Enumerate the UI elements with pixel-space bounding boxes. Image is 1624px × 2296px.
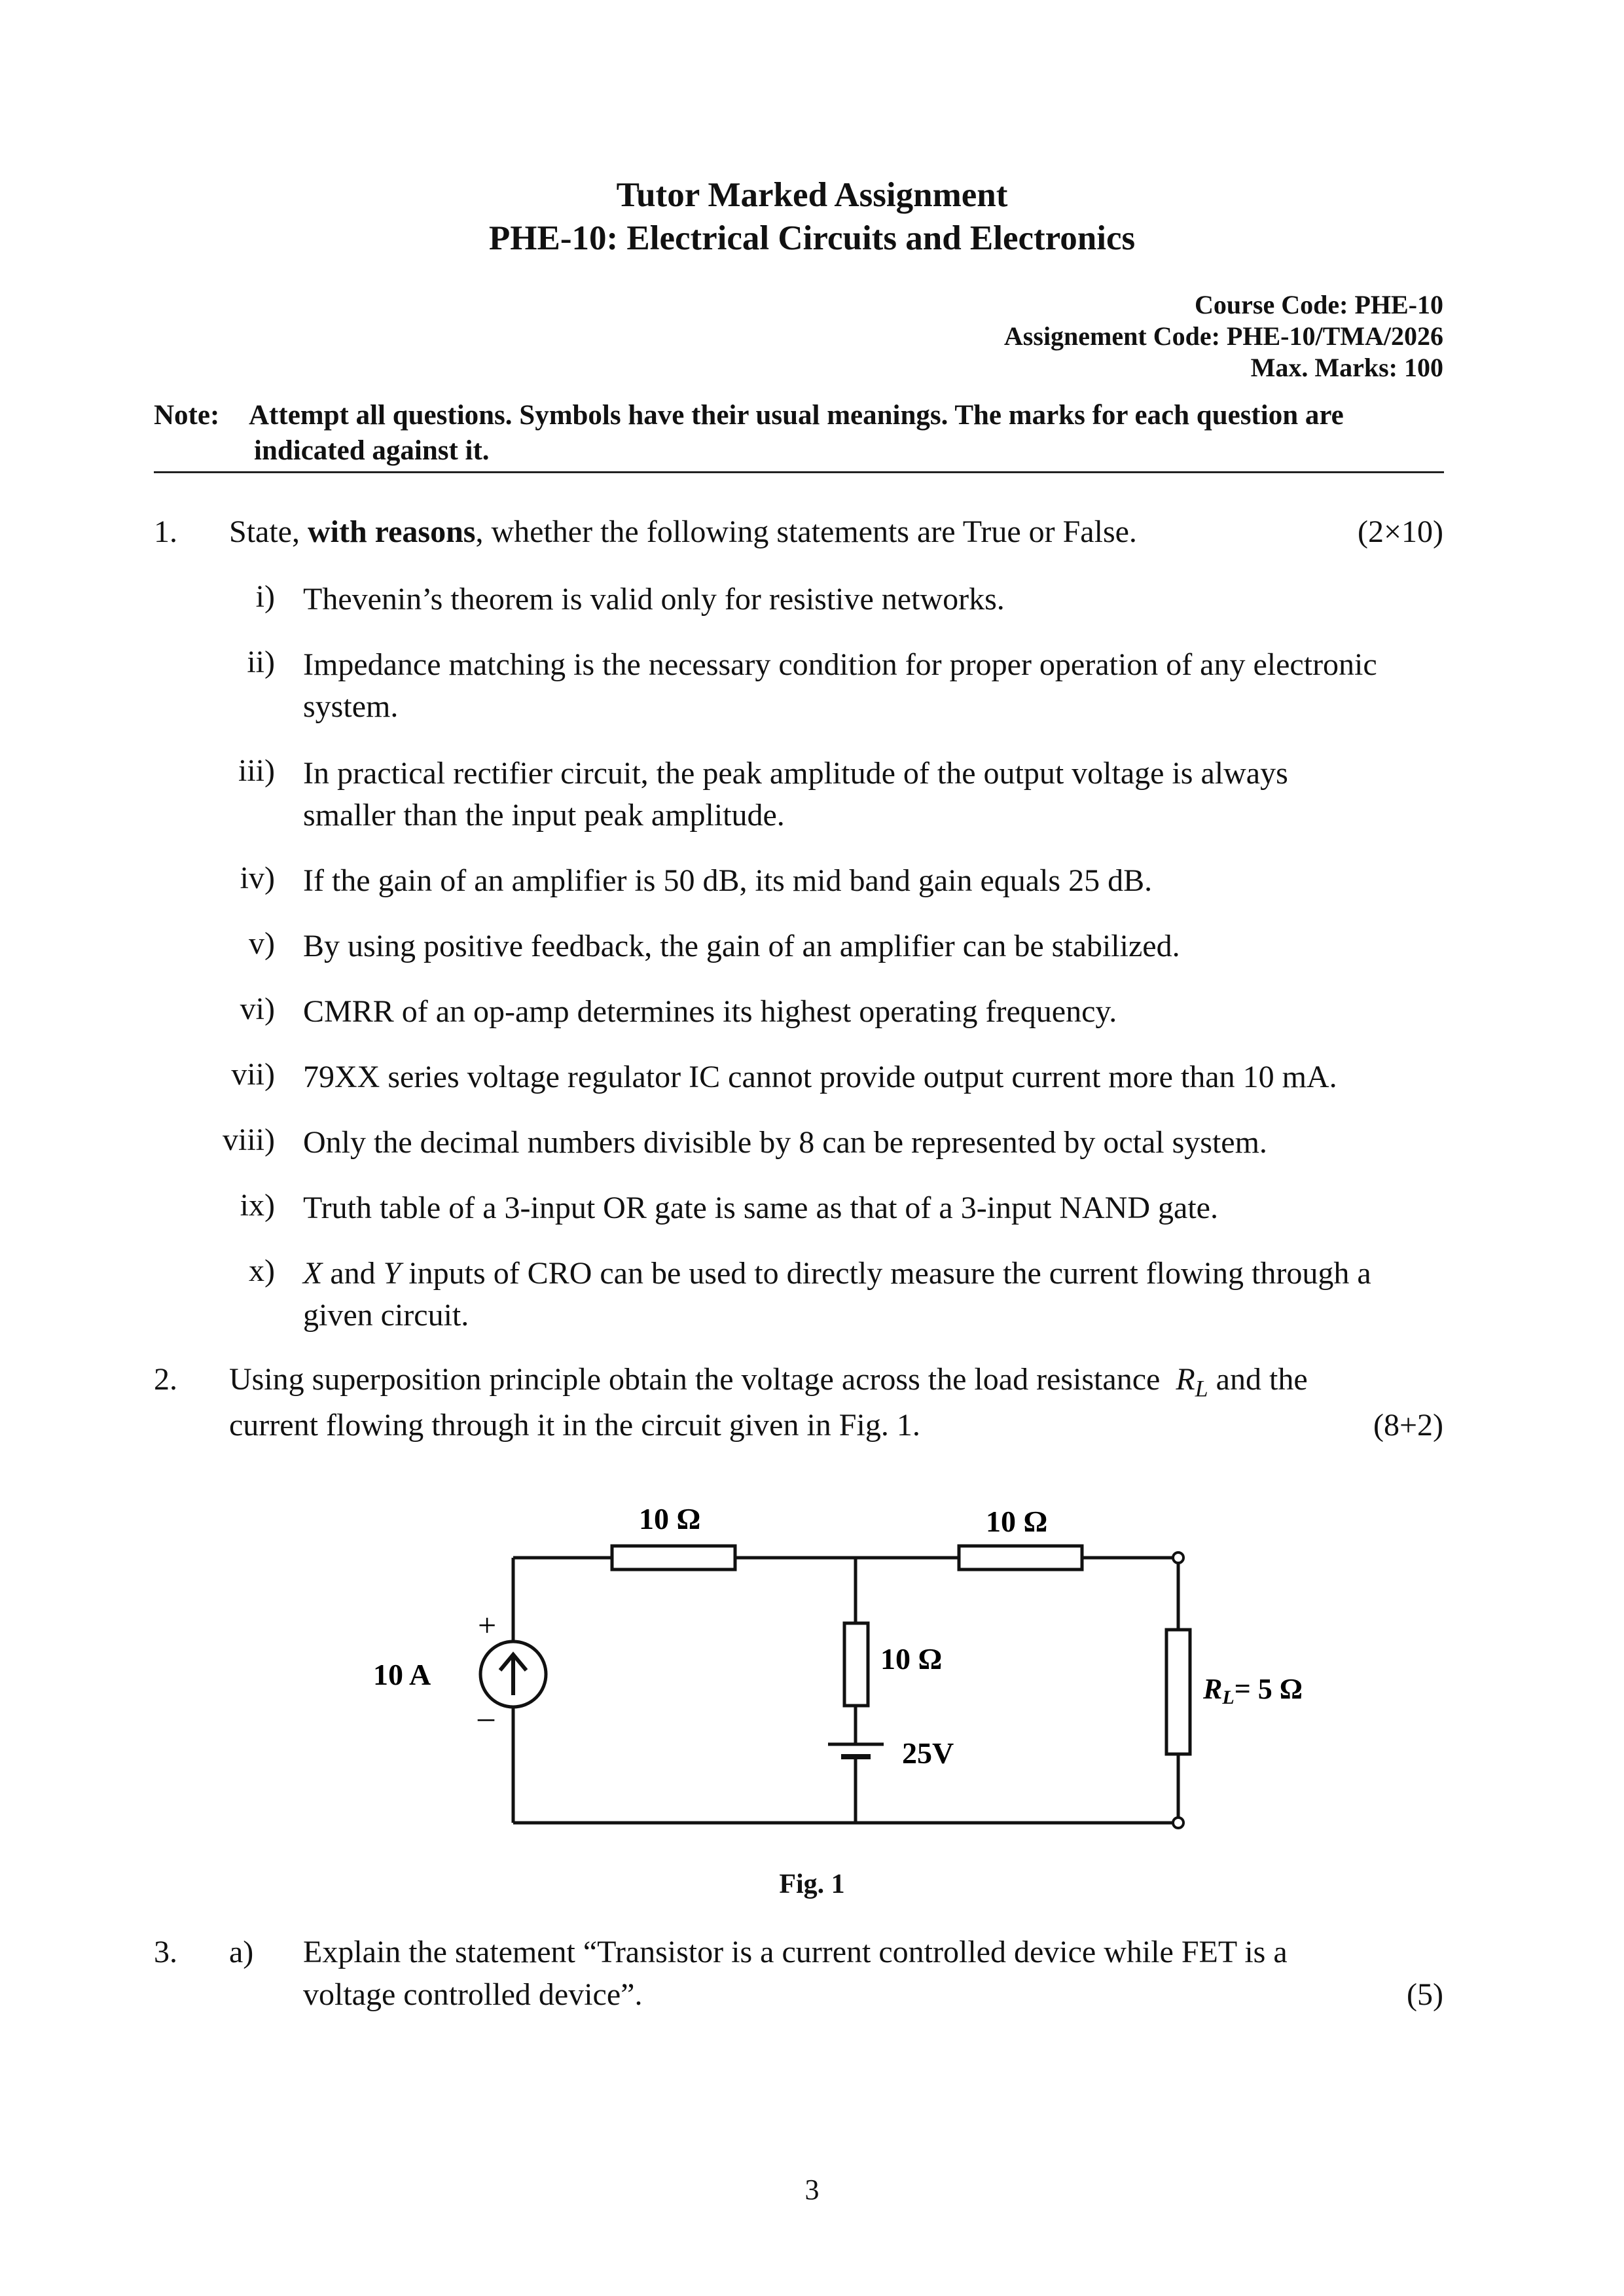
terminal-node bbox=[1172, 1816, 1185, 1829]
question-3-line-2: voltage controlled device”. bbox=[303, 1977, 643, 2012]
q1-item-number: i) bbox=[255, 579, 275, 614]
page-subtitle: PHE-10: Electrical Circuits and Electron… bbox=[488, 219, 1136, 257]
battery-label: 25V bbox=[902, 1736, 954, 1770]
question-2-number: 2. bbox=[154, 1362, 177, 1397]
q1-item-text: In practical rectifier circuit, the peak… bbox=[303, 756, 1288, 833]
q1-item-text: Truth table of a 3-input OR gate is same… bbox=[303, 1191, 1218, 1225]
question-2-line-2: current flowing through it in the circui… bbox=[229, 1408, 920, 1443]
note-line-2: indicated against it. bbox=[254, 435, 490, 466]
question-2-marks: (8+2) bbox=[1373, 1408, 1443, 1443]
q1-item-text: Impedance matching is the necessary cond… bbox=[303, 647, 1377, 724]
source-label: 10 A bbox=[373, 1658, 431, 1691]
q1-item-number: ii) bbox=[247, 645, 275, 679]
q1-item-number: ix) bbox=[240, 1188, 275, 1223]
circuit-diagram: 10 Ω 10 Ω 10 Ω 10 A + – 25V RL= 5 Ω bbox=[373, 1502, 1303, 1829]
question-3-number: 3. bbox=[154, 1935, 177, 1969]
terminal-node bbox=[1172, 1551, 1185, 1564]
question-2-line-1: Using superposition principle obtain the… bbox=[229, 1362, 1308, 1402]
q1-item-text: If the gain of an amplifier is 50 dB, it… bbox=[303, 863, 1153, 898]
q1-item-text: Only the decimal numbers divisible by 8 … bbox=[303, 1125, 1267, 1160]
question-1-number: 1. bbox=[154, 514, 177, 549]
q1-item-number: x) bbox=[249, 1253, 275, 1288]
q1-item-text: By using positive feedback, the gain of … bbox=[303, 929, 1180, 963]
plus-sign: + bbox=[478, 1607, 496, 1643]
q1-item-text: Thevenin’s theorem is valid only for res… bbox=[303, 582, 1005, 617]
assignment-code: Assignement Code: PHE-10/TMA/2026 bbox=[1003, 321, 1443, 351]
q1-item-number: vii) bbox=[231, 1057, 275, 1092]
note-label: Note: bbox=[154, 400, 220, 431]
question-3-part: a) bbox=[229, 1935, 254, 1969]
question-1-marks: (2×10) bbox=[1357, 514, 1443, 549]
minus-sign: – bbox=[477, 1698, 495, 1735]
question-3-line-1: Explain the statement “Transistor is a c… bbox=[303, 1935, 1288, 1969]
q1-item-number: iii) bbox=[238, 753, 275, 788]
question-3-marks: (5) bbox=[1407, 1977, 1443, 2012]
max-marks: Max. Marks: 100 bbox=[1250, 353, 1443, 382]
up-arrow-icon bbox=[498, 1651, 528, 1695]
q1-item-text: 79XX series voltage regulator IC cannot … bbox=[303, 1060, 1337, 1094]
load-resistor bbox=[1164, 1628, 1192, 1756]
note-line-1: Attempt all questions. Symbols have thei… bbox=[249, 400, 1344, 431]
resistor-label: 10 Ω bbox=[639, 1502, 700, 1535]
resistor-middle bbox=[842, 1621, 870, 1708]
load-resistor-label: RL= 5 Ω bbox=[1202, 1673, 1303, 1708]
q1-item-text: CMRR of an op-amp determines its highest… bbox=[303, 994, 1117, 1029]
page-number: 3 bbox=[804, 2174, 820, 2206]
figure-caption: Fig. 1 bbox=[779, 1869, 845, 1899]
q1-item-text: X and Y inputs of CRO can be used to dir… bbox=[303, 1256, 1371, 1333]
course-code: Course Code: PHE-10 bbox=[1195, 290, 1443, 319]
q1-item-number: iv) bbox=[240, 861, 275, 895]
header-divider bbox=[154, 471, 1444, 473]
q1-item-number: viii) bbox=[223, 1122, 275, 1157]
rl-symbol: RL bbox=[1176, 1362, 1208, 1402]
page-title: Tutor Marked Assignment bbox=[616, 176, 1008, 214]
question-1-emphasis: with reasons bbox=[307, 514, 476, 549]
resistor-label: 10 Ω bbox=[880, 1642, 942, 1676]
resistor-label: 10 Ω bbox=[986, 1505, 1047, 1538]
q1-item-number: v) bbox=[249, 926, 275, 961]
resistor-top-right bbox=[957, 1544, 1084, 1571]
q1-item-number: vi) bbox=[240, 992, 275, 1026]
question-1-stem: State, with reasons, whether the followi… bbox=[229, 514, 1137, 549]
resistor-top-left bbox=[610, 1544, 737, 1571]
